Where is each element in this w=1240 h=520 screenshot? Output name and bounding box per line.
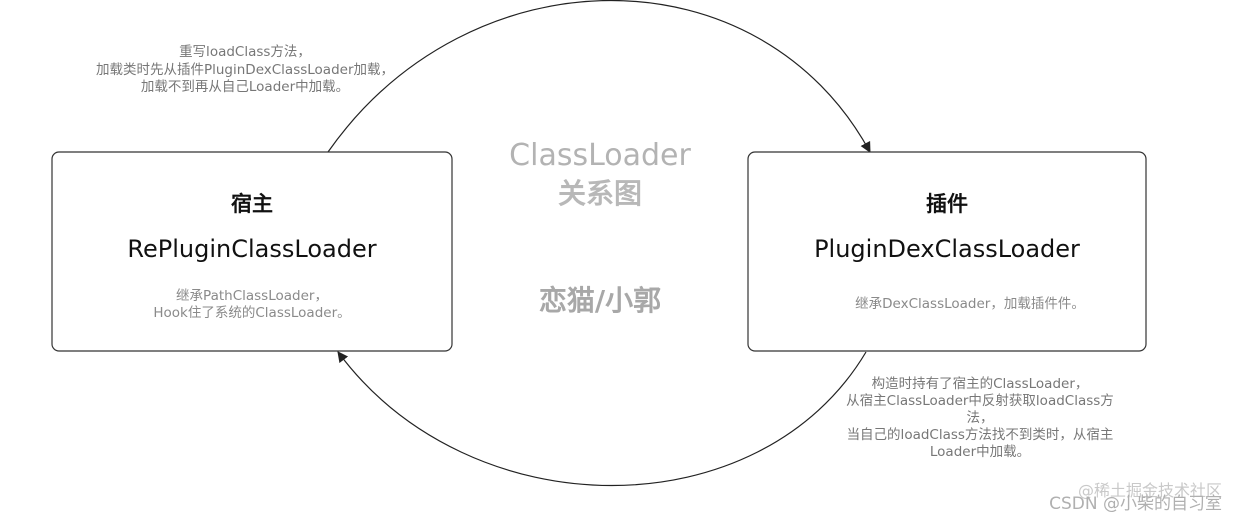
host-title: 宿主 [231, 192, 273, 216]
bottom-annotation-line: 从宿主ClassLoader中反射获取loadClass方 [846, 392, 1114, 409]
bottom-annotation-line: 构造时持有了宿主的ClassLoader， [872, 375, 1089, 392]
top-annotation-line: 重写loadClass方法， [179, 44, 311, 60]
top-arrow-host-to-plugin [327, 0, 871, 153]
host-desc-line: 继承PathClassLoader， [176, 288, 328, 304]
community-watermark: @稀土掘金技术社区 [1078, 481, 1222, 500]
plugin-box: 插件 PluginDexClassLoader 继承DexClassLoader… [747, 151, 1147, 352]
bottom-arrow-plugin-to-host [337, 351, 867, 486]
top-annotation-line: 加载不到再从自己Loader中加载。 [141, 79, 349, 95]
center-title-line2: 关系图 [558, 177, 642, 210]
host-class-name: RePluginClassLoader [127, 235, 376, 263]
top-annotation-line: 加载类时先从插件PluginDexClassLoader加载， [96, 62, 394, 78]
plugin-box-frame [747, 151, 1147, 352]
plugin-desc-line: 继承DexClassLoader，加载插件件。 [855, 296, 1085, 312]
host-box-frame [51, 151, 453, 352]
bottom-annotation-line: Loader中加载。 [930, 444, 1030, 460]
author-name: 恋猫/小郭 [539, 284, 661, 317]
host-desc-line: Hook住了系统的ClassLoader。 [153, 305, 350, 321]
plugin-class-name: PluginDexClassLoader [814, 235, 1080, 263]
host-box: 宿主 RePluginClassLoader 继承PathClassLoader… [51, 151, 453, 352]
bottom-annotation-line: 当自己的loadClass方法找不到类时，从宿主 [847, 426, 1114, 443]
plugin-title: 插件 [926, 192, 968, 216]
csdn-watermark: CSDN @小柴的自习室 [1049, 494, 1222, 514]
center-title-line1: ClassLoader [509, 138, 691, 173]
bottom-annotation-line: 法， [967, 410, 994, 426]
